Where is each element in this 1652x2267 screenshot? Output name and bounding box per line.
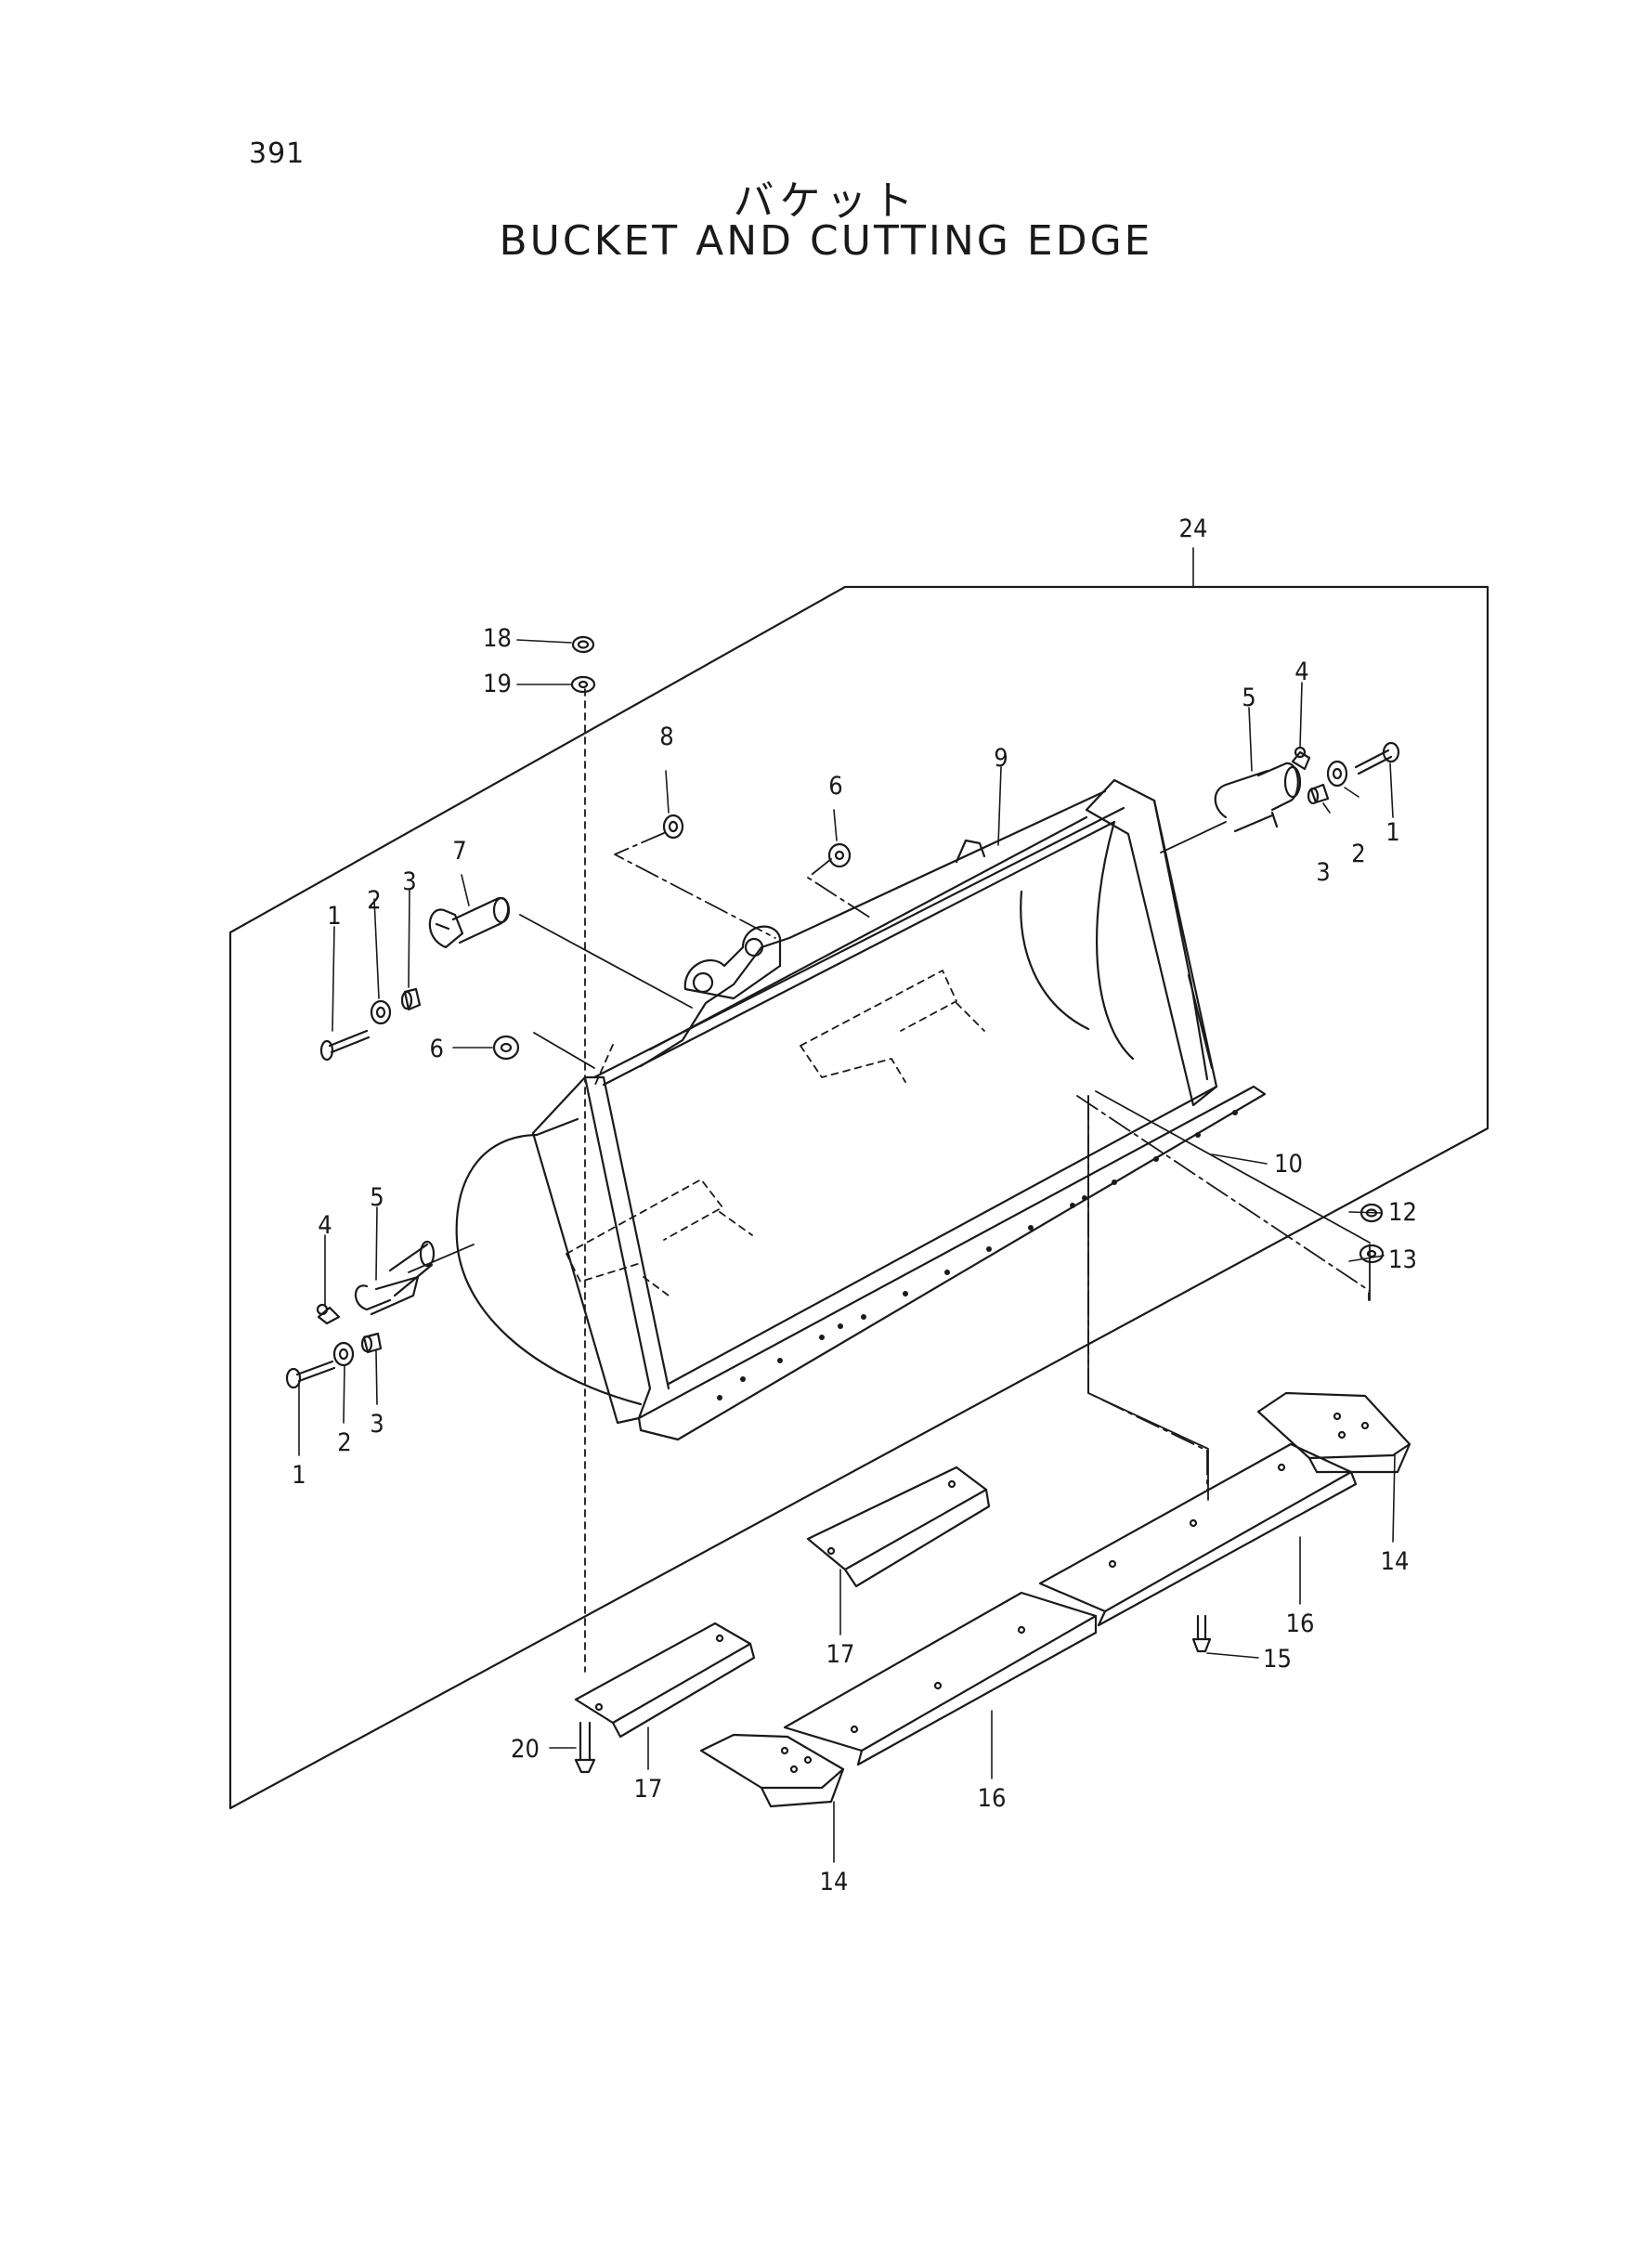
callout-8: 8 — [659, 723, 673, 751]
callout-9: 9 — [994, 744, 1008, 773]
callout-14-left: 14 — [820, 1868, 849, 1896]
callout-2-left-top: 2 — [367, 886, 381, 915]
washer-part-2-left-bottom — [332, 1341, 355, 1367]
wear-plate-part-17-lower — [574, 1622, 756, 1739]
washer-part-6-left — [492, 1035, 520, 1061]
washer-part-19 — [570, 675, 596, 694]
bolt-part-20 — [574, 1721, 596, 1774]
callout-2-left-bottom: 2 — [337, 1428, 351, 1457]
grease-fitting-part-4-right — [1291, 746, 1311, 771]
washer-part-13 — [1359, 1244, 1385, 1264]
washer-part-2-right — [1326, 760, 1348, 788]
bushing-part-3-left-bottom — [360, 1332, 383, 1354]
callout-labels: 24 18 19 8 6 9 5 4 1 2 3 1 2 3 7 6 10 12… — [292, 515, 1417, 1896]
callout-5-right: 5 — [1242, 684, 1255, 712]
callout-6-left: 6 — [430, 1035, 444, 1063]
callout-13: 13 — [1388, 1245, 1417, 1274]
callout-6-upper: 6 — [828, 772, 842, 801]
callout-24: 24 — [1179, 515, 1208, 543]
assembly-boundary — [228, 585, 1489, 1810]
washer-part-2-left-top — [370, 999, 392, 1025]
callout-15: 15 — [1263, 1645, 1292, 1674]
nut-part-18 — [571, 635, 595, 654]
callout-17-upper: 17 — [826, 1640, 855, 1669]
callout-3-left-bottom: 3 — [370, 1410, 384, 1439]
callout-1-right: 1 — [1385, 818, 1399, 847]
callout-4-right: 4 — [1294, 658, 1308, 686]
wear-plate-part-17-upper — [806, 1466, 991, 1588]
connection-lines — [408, 821, 1371, 1501]
callout-12: 12 — [1388, 1198, 1417, 1227]
callout-19: 19 — [483, 670, 512, 698]
pin-part-7 — [428, 896, 511, 949]
callout-1-left-bottom: 1 — [292, 1461, 306, 1490]
callout-16-right: 16 — [1286, 1609, 1315, 1638]
grease-fitting-part-4-left — [316, 1303, 341, 1325]
washer-part-8 — [662, 814, 684, 840]
pin-part-5-right — [1214, 762, 1302, 833]
callout-5-left: 5 — [370, 1183, 384, 1212]
end-bit-part-14-right — [1256, 1391, 1411, 1474]
bolt-part-15 — [1191, 1614, 1212, 1653]
cutting-edge-part-16-right — [1038, 1442, 1358, 1627]
callout-3-left-top: 3 — [402, 867, 416, 896]
end-bit-part-14-left — [699, 1733, 845, 1808]
page-number: 391 — [249, 137, 306, 170]
label-leaders — [298, 547, 1396, 1863]
callout-4-left: 4 — [318, 1211, 332, 1240]
callout-2-right: 2 — [1351, 840, 1365, 868]
bolt-part-1-right — [1354, 741, 1400, 775]
hidden-lines — [566, 688, 985, 1673]
callout-3-right: 3 — [1316, 858, 1330, 887]
callout-16-left: 16 — [978, 1784, 1007, 1813]
bushing-part-3-left-top — [400, 987, 422, 1011]
bucket-body — [455, 778, 1267, 1441]
callout-17-lower: 17 — [634, 1775, 663, 1804]
diagram-title: BUCKET AND CUTTING EDGE — [499, 217, 1153, 265]
callout-1-left-top: 1 — [327, 902, 341, 931]
pin-part-5-left — [354, 1240, 436, 1316]
callout-20: 20 — [511, 1735, 540, 1764]
bolt-part-1-left-top — [319, 1029, 371, 1062]
bolt-part-1-left-bottom — [285, 1360, 336, 1389]
diagram-title-japanese: バケット — [733, 177, 919, 225]
washer-part-6-upper — [827, 842, 852, 868]
callout-14-right: 14 — [1381, 1547, 1410, 1576]
callout-7: 7 — [452, 837, 466, 866]
bushing-part-3-right — [1307, 783, 1330, 805]
callout-10: 10 — [1274, 1150, 1303, 1179]
callout-18: 18 — [483, 624, 512, 653]
cutting-edge-part-16-left — [783, 1591, 1098, 1766]
